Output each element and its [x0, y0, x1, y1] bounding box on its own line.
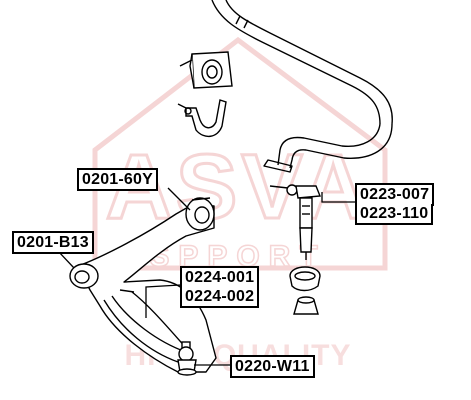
bushing-bracket-drawing [177, 99, 227, 137]
part-label-0201-b13: 0201-B13 [12, 231, 94, 254]
part-label-0223-110: 0223-110 [355, 204, 434, 225]
stabilizer-bar [211, 0, 393, 173]
part-label-0224-002: 0224-002 [180, 287, 260, 308]
front-arm-bushing-drawing [185, 197, 215, 231]
leader-arm-bushing [145, 284, 181, 318]
part-label-0224-001: 0224-001 [180, 266, 260, 289]
part-label-0223-007: 0223-007 [355, 183, 435, 206]
stabilizer-bushing-drawing [179, 51, 233, 89]
part-label-0201-60y: 0201-60Y [77, 168, 158, 191]
ball-joint-drawing [177, 341, 197, 376]
stabilizer-link-drawing [269, 184, 321, 260]
rear-arm-bushing-drawing [69, 263, 99, 289]
leader-stabilizer-link [321, 192, 355, 203]
leader-stabilizer-bushing [167, 187, 191, 211]
strut-mount-drawing [289, 266, 321, 315]
part-label-0220-w11: 0220-W11 [230, 355, 315, 378]
watermark: ASVA SPPORT HIGH QUALITY [92, 36, 388, 372]
